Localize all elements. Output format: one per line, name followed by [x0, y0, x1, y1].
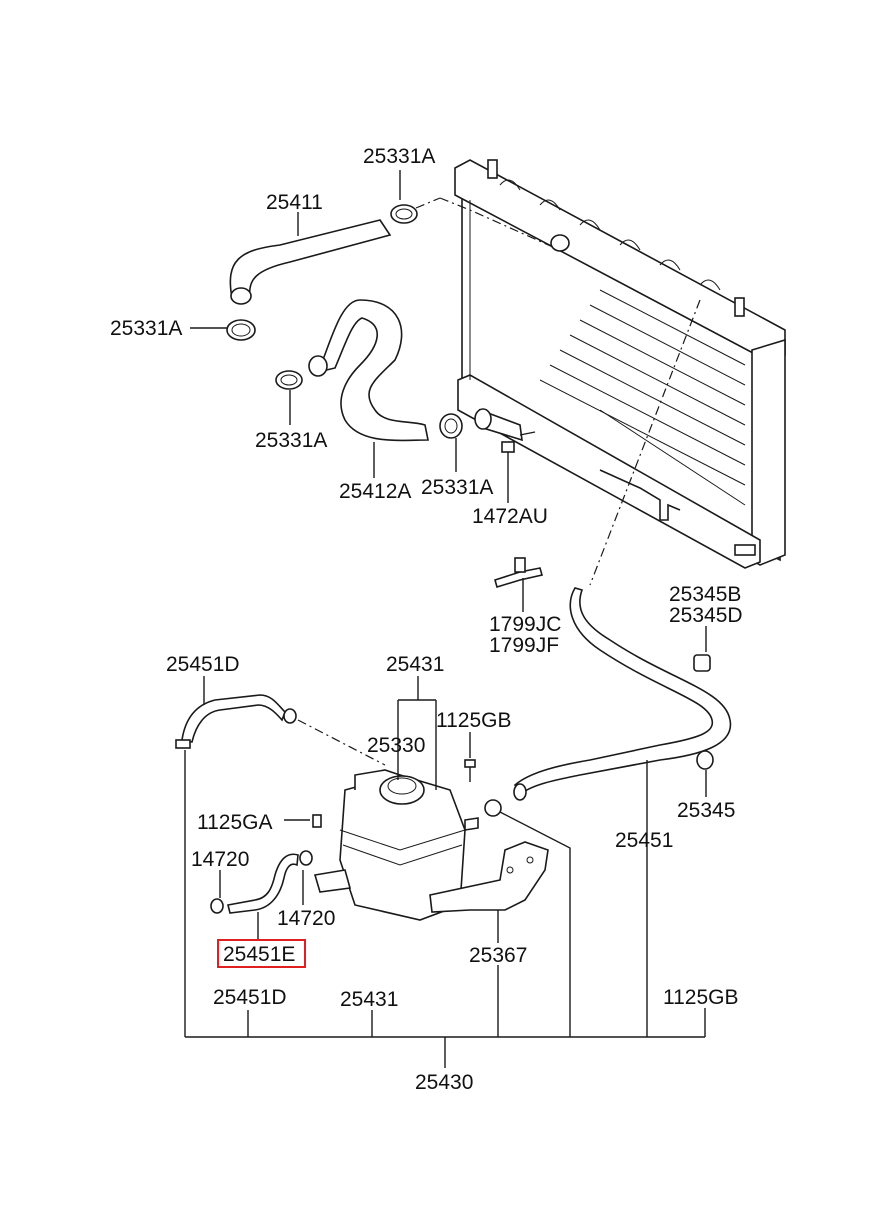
label-25331A-mid: 25331A [255, 429, 327, 452]
label-1799JC: 1799JC [489, 613, 561, 636]
label-25367: 25367 [469, 944, 527, 967]
clamp-25331A-left [226, 319, 256, 341]
label-25331A-low: 25331A [421, 476, 493, 499]
label-25451D-bot: 25451D [213, 986, 287, 1009]
label-25331A-left: 25331A [110, 317, 182, 340]
bracket-25367 [429, 841, 549, 913]
label-25331A-top: 25331A [363, 145, 435, 168]
label-25412A: 25412A [339, 480, 411, 503]
label-25411: 25411 [266, 191, 323, 214]
label-25330: 25330 [367, 734, 425, 757]
hose-25451E [210, 850, 313, 914]
bolt-1125GA [312, 814, 322, 828]
highlight-box-25451E [217, 939, 306, 968]
radiator [454, 159, 786, 569]
label-1472AU: 1472AU [472, 505, 548, 528]
clip-25345 [696, 750, 714, 770]
label-1125GB-bot: 1125GB [663, 986, 739, 1009]
upper-hose-25411 [229, 219, 392, 305]
label-25345D: 25345D [669, 604, 743, 627]
clamp-25331A-top [390, 204, 418, 224]
part-labels: 25331A 25411 25331A 25331A 25412A 25331A… [110, 145, 743, 1094]
label-25431-bot: 25431 [340, 988, 398, 1011]
clip-1799JC [494, 557, 544, 589]
label-14720-a: 14720 [191, 848, 249, 871]
lower-hose-25412A [308, 299, 429, 442]
bolt-1125GB [464, 759, 476, 782]
clamp-25331A-mid [275, 370, 303, 390]
label-25431-top: 25431 [386, 653, 444, 676]
leader-lines [184, 170, 707, 1068]
label-25451: 25451 [615, 829, 673, 852]
overflow-hose-25451 [513, 587, 732, 801]
label-25430: 25430 [415, 1071, 473, 1094]
label-1799JF: 1799JF [489, 634, 559, 657]
hose-25451D [175, 694, 297, 749]
reservoir-tank [313, 769, 479, 921]
label-25451D-top: 25451D [166, 653, 240, 676]
label-1125GA: 1125GA [197, 811, 273, 834]
label-25345: 25345 [677, 799, 735, 822]
clamp-25331A-low [439, 413, 463, 439]
label-14720-b: 14720 [277, 907, 335, 930]
label-1125GB-top: 1125GB [436, 709, 512, 732]
grommet-25345-tank [484, 799, 502, 817]
clip-25345B [693, 654, 711, 672]
label-25345B: 25345B [669, 583, 741, 606]
label-25451E: 25451E [223, 943, 295, 966]
